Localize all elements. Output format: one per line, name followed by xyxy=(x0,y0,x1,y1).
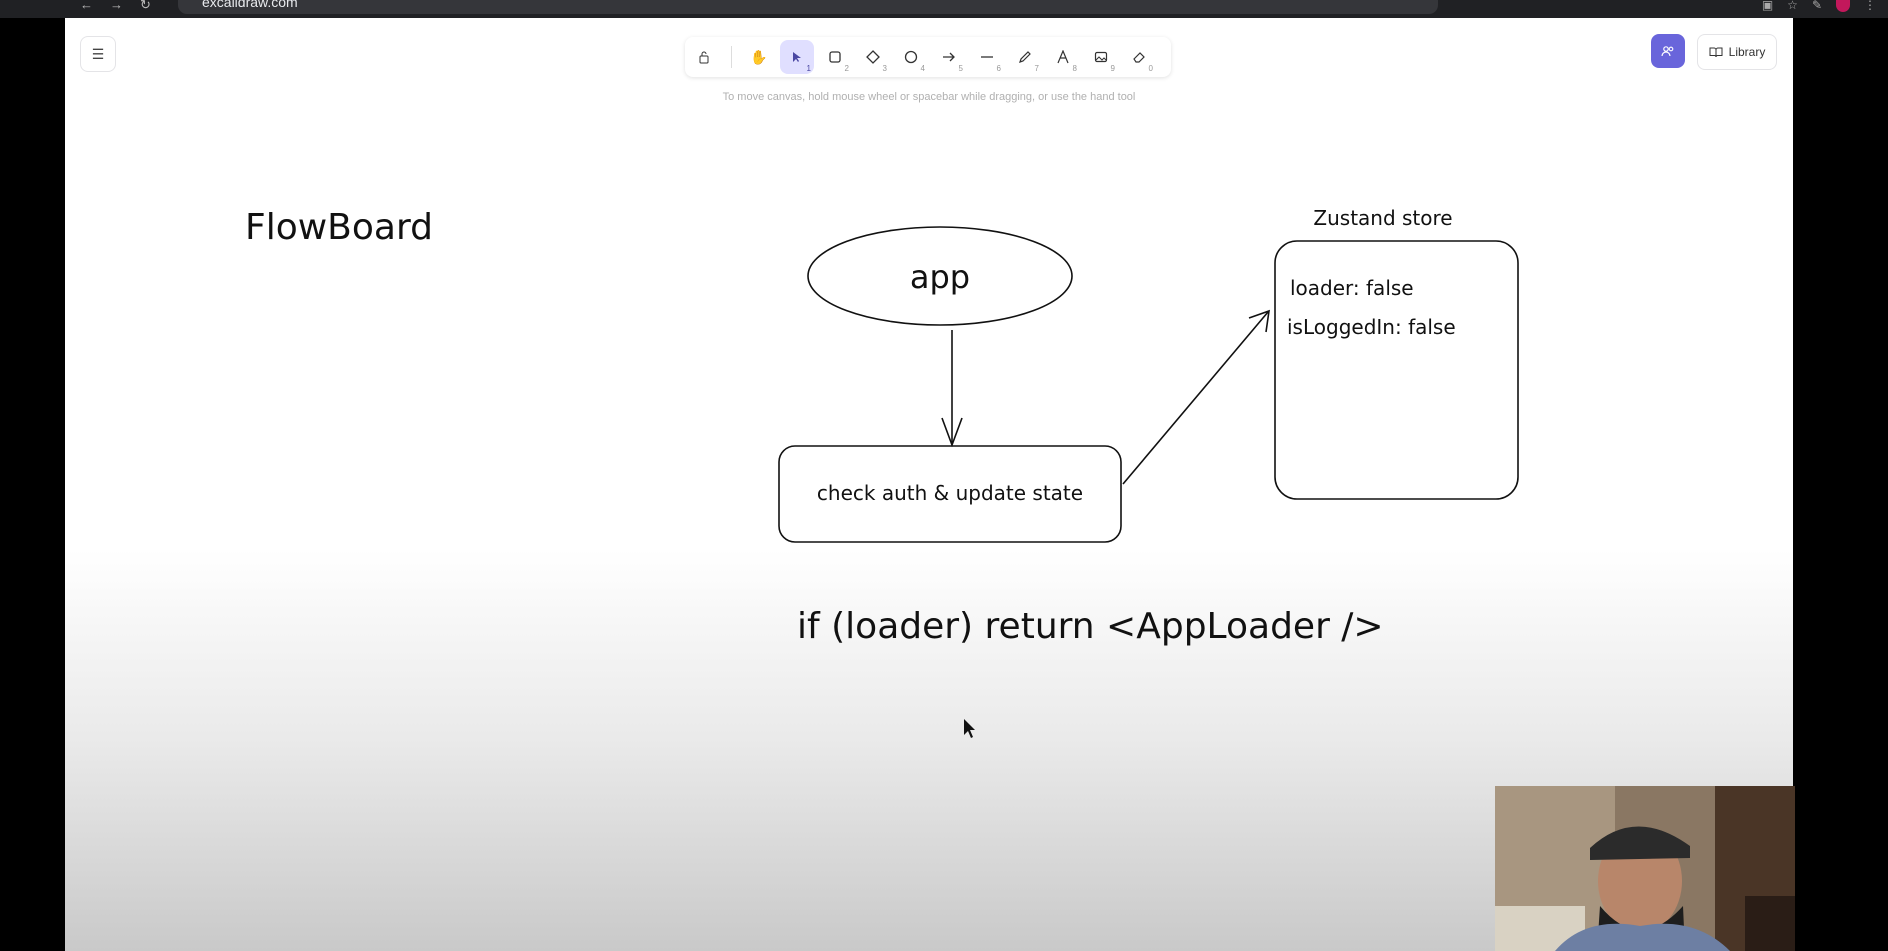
tool-lock[interactable] xyxy=(687,40,721,74)
tool-hand[interactable]: ✋ xyxy=(742,40,776,74)
tool-selection[interactable]: 1 xyxy=(780,40,814,74)
process-node-rect[interactable] xyxy=(778,445,1122,543)
store-line-loggedin: isLoggedIn: false xyxy=(1287,315,1456,339)
text-icon xyxy=(1057,50,1069,64)
tool-shortcut: 5 xyxy=(958,64,963,73)
drawing-canvas[interactable]: FlowBoard app check auth & update state … xyxy=(65,18,1793,951)
hamburger-icon: ☰ xyxy=(91,45,105,62)
library-button[interactable]: Library xyxy=(1697,34,1777,70)
collaborate-button[interactable] xyxy=(1651,34,1685,68)
image-icon xyxy=(1094,51,1108,63)
puzzle-icon[interactable]: ✎ xyxy=(1811,0,1822,12)
tool-ellipse[interactable]: 4 xyxy=(894,40,928,74)
reload-icon[interactable]: ↻ xyxy=(140,0,151,12)
tool-text[interactable]: 8 xyxy=(1046,40,1080,74)
extension-icon[interactable]: ▣ xyxy=(1761,0,1774,12)
tool-arrow[interactable]: 5 xyxy=(932,40,966,74)
ellipse-icon xyxy=(904,50,918,64)
tool-shortcut: 8 xyxy=(1072,64,1077,73)
rectangle-icon xyxy=(829,51,841,63)
arrow-icon xyxy=(943,52,955,62)
address-bar-text: excalidraw.com xyxy=(202,0,298,10)
app-node-ellipse[interactable] xyxy=(807,226,1073,326)
tool-shortcut: 2 xyxy=(844,64,849,73)
more-icon[interactable]: ⋮ xyxy=(1864,0,1876,12)
canvas-hint: To move canvas, hold mouse wheel or spac… xyxy=(722,91,1136,103)
process-node-label: check auth & update state xyxy=(817,481,1083,505)
tool-shortcut: 0 xyxy=(1148,64,1153,73)
mouse-cursor-icon xyxy=(964,719,975,738)
back-icon[interactable]: ← xyxy=(80,0,93,12)
store-label: Zustand store xyxy=(1313,206,1452,230)
tool-shortcut: 7 xyxy=(1034,64,1039,73)
lock-icon xyxy=(699,51,709,64)
pointer-icon xyxy=(793,52,801,62)
app-node-label: app xyxy=(910,258,970,296)
eraser-icon xyxy=(1133,52,1145,63)
tool-shortcut: 4 xyxy=(920,64,925,73)
tool-image[interactable]: 9 xyxy=(1084,40,1118,74)
avatar[interactable] xyxy=(1836,0,1850,12)
tool-shortcut: 6 xyxy=(996,64,1001,73)
users-icon xyxy=(1661,46,1674,57)
toolbar-divider xyxy=(731,46,732,68)
webcam-overlay xyxy=(1495,786,1795,951)
code-line-text: if (loader) return <AppLoader /> xyxy=(797,606,1384,647)
store-line-loader: loader: false xyxy=(1290,276,1414,300)
tool-rectangle[interactable]: 2 xyxy=(818,40,852,74)
tool-shortcut: 3 xyxy=(882,64,887,73)
tool-diamond[interactable]: 3 xyxy=(856,40,890,74)
board-title: FlowBoard xyxy=(245,207,433,248)
tool-eraser[interactable]: 0 xyxy=(1122,40,1156,74)
address-bar[interactable]: excalidraw.com xyxy=(178,0,1438,14)
line-icon xyxy=(981,56,993,58)
star-icon[interactable]: ☆ xyxy=(1787,0,1798,12)
library-label: Library xyxy=(1728,45,1766,59)
forward-icon[interactable]: → xyxy=(110,0,123,12)
webcam-person-image xyxy=(1495,786,1795,951)
tool-line[interactable]: 6 xyxy=(970,40,1004,74)
store-rect[interactable] xyxy=(1274,240,1519,500)
tool-draw[interactable]: 7 xyxy=(1008,40,1042,74)
arrowhead-down-icon xyxy=(941,417,963,448)
tool-shortcut: 1 xyxy=(806,64,811,73)
main-menu-button[interactable]: ☰ xyxy=(80,36,116,72)
pencil-icon xyxy=(1019,51,1031,63)
tool-shortcut: 9 xyxy=(1110,64,1115,73)
hand-icon: ✋ xyxy=(750,48,768,65)
arrowhead-diagonal-icon xyxy=(1248,309,1270,333)
excalidraw-app: FlowBoard app check auth & update state … xyxy=(65,18,1793,951)
book-icon xyxy=(1709,47,1723,58)
toolbar: ✋ 1 2 3 4 5 6 7 xyxy=(685,37,1171,77)
diamond-icon xyxy=(866,50,880,64)
browser-toolbar: ← → ↻ excalidraw.com ▣ ☆ ✎ ⋮ xyxy=(0,0,1888,18)
arrow-process-to-store[interactable] xyxy=(1122,311,1269,485)
